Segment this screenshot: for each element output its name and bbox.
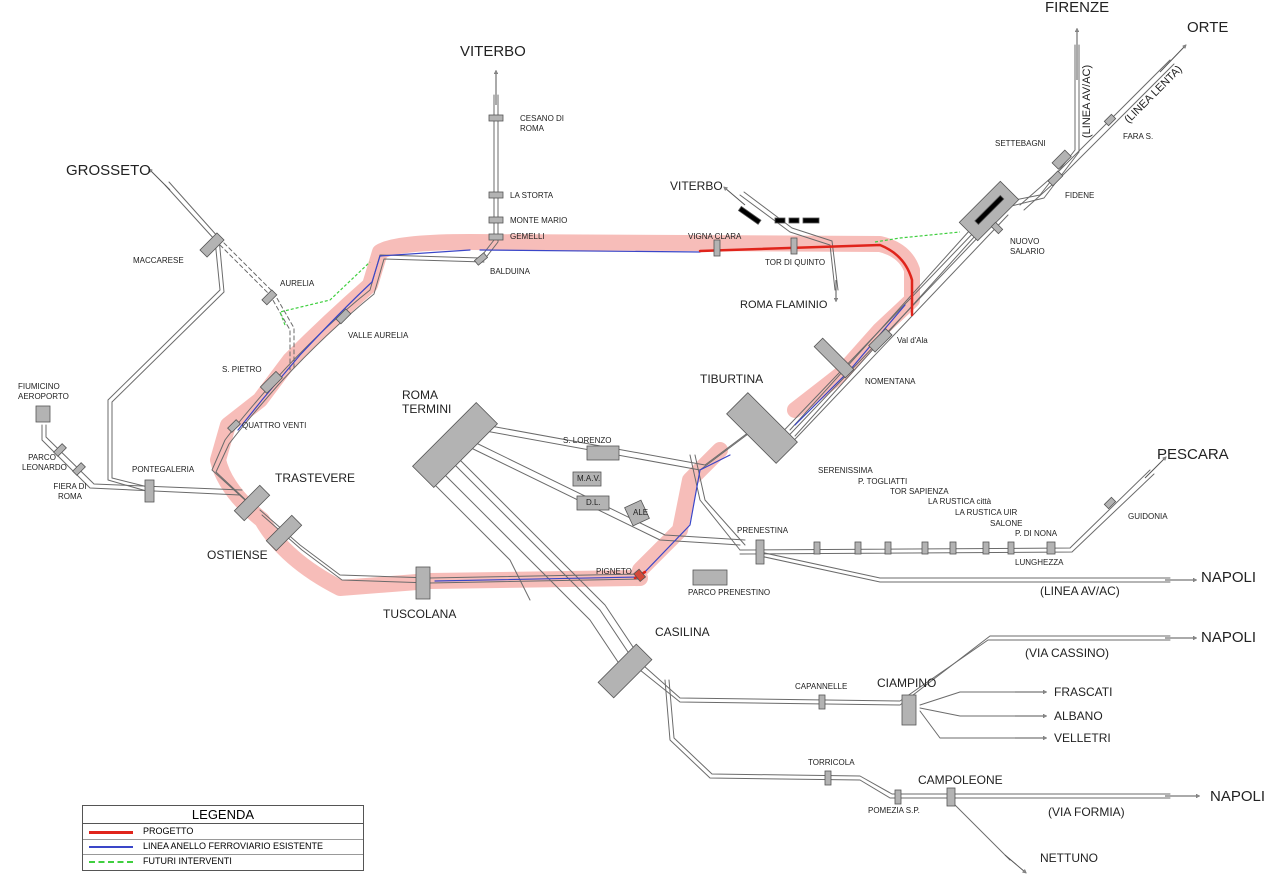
label-viterbo-mid: VITERBO — [670, 179, 723, 193]
label-fiumicino: FIUMICINO AEROPORTO — [18, 382, 69, 401]
label-pontegaleria: PONTEGALERIA — [132, 465, 195, 474]
label-napoli-1: NAPOLI — [1201, 569, 1257, 586]
label-parco-leonardo: PARCO LEONARDO — [22, 453, 67, 472]
label-la-rustica-citta: LA RUSTICA città — [928, 497, 992, 506]
label-gemelli: GEMELLI — [510, 232, 545, 241]
label-lunghezza: LUNGHEZZA — [1015, 558, 1064, 567]
label-pigneto: PIGNETO — [596, 567, 632, 576]
label-dl: D.L. — [586, 498, 601, 507]
label-parco-prenestino: PARCO PRENESTINO — [688, 588, 771, 597]
legend-label: LINEA ANELLO FERROVIARIO ESISTENTE — [143, 841, 324, 851]
label-ostiense: OSTIENSE — [207, 548, 268, 562]
label-p-togliatti: P. TOGLIATTI — [858, 477, 908, 486]
label-vigna-clara: VIGNA CLARA — [688, 232, 742, 241]
label-la-storta: LA STORTA — [510, 191, 554, 200]
label-valle-aurelia: VALLE AURELIA — [348, 331, 409, 340]
label-val-d-ala: Val d'Ala — [897, 336, 928, 345]
label-roma-flaminio: ROMA FLAMINIO — [740, 299, 828, 311]
label-fiera-di-roma: FIERA DI ROMA — [53, 482, 87, 501]
label-s-lorenzo: S. LORENZO — [563, 436, 612, 445]
direction-arrows — [150, 30, 1198, 872]
label-tor-sapienza: TOR SAPIENZA — [890, 487, 949, 496]
label-grosseto: GROSSETO — [66, 162, 151, 179]
label-monte-mario: MONTE MARIO — [510, 216, 568, 225]
label-p-di-nona: P. DI NONA — [1015, 529, 1058, 538]
label-via-cassino: (VIA CASSINO) — [1025, 646, 1110, 660]
legend-item-progetto: PROGETTO — [83, 824, 363, 840]
label-casilina: CASILINA — [655, 625, 710, 639]
label-nettuno: NETTUNO — [1040, 851, 1098, 865]
label-trastevere: TRASTEVERE — [275, 471, 356, 485]
label-linea-avac-top: (LINEA AV/AC) — [1081, 64, 1093, 138]
label-aurelia: AURELIA — [280, 279, 315, 288]
label-napoli-2: NAPOLI — [1201, 629, 1257, 646]
label-albano: ALBANO — [1054, 709, 1103, 723]
label-ciampino: CIAMPINO — [877, 676, 937, 690]
legend-title: LEGENDA — [83, 806, 363, 824]
label-serenissima: SERENISSIMA — [818, 466, 873, 475]
label-nomentana: NOMENTANA — [865, 377, 916, 386]
legend-swatch-existing — [89, 846, 133, 848]
label-orte: ORTE — [1187, 19, 1229, 36]
legend-swatch-future — [89, 861, 133, 863]
label-la-rustica-uir: LA RUSTICA UIR — [955, 508, 1018, 517]
label-tuscolana: TUSCOLANA — [383, 607, 457, 621]
legend: LEGENDA PROGETTO LINEA ANELLO FERROVIARI… — [82, 805, 364, 871]
label-napoli-3: NAPOLI — [1210, 788, 1266, 805]
legend-item-existing: LINEA ANELLO FERROVIARIO ESISTENTE — [83, 839, 363, 855]
label-salone: SALONE — [990, 519, 1023, 528]
label-settebagni: SETTEBAGNI — [995, 139, 1046, 148]
label-viterbo-top: VITERBO — [460, 43, 526, 60]
label-velletri: VELLETRI — [1054, 731, 1111, 745]
legend-swatch-progetto — [89, 831, 133, 834]
label-prenestina: PRENESTINA — [737, 526, 789, 535]
future-interventions — [279, 231, 961, 326]
label-mav: M.A.V. — [577, 474, 601, 483]
label-fidene: FIDENE — [1065, 191, 1095, 200]
label-tiburtina: TIBURTINA — [700, 372, 764, 386]
label-via-formia: (VIA FORMIA) — [1048, 805, 1125, 819]
label-guidonia: GUIDONIA — [1128, 512, 1168, 521]
label-nuovo-salario: NUOVO SALARIO — [1010, 237, 1045, 256]
label-frascati: FRASCATI — [1054, 685, 1113, 699]
existing-ring — [237, 249, 906, 582]
label-quattro-venti: QUATTRO VENTI — [242, 421, 307, 430]
label-cesano: CESANO DI ROMA — [520, 114, 565, 133]
legend-item-future: FUTURI INTERVENTI — [83, 854, 363, 869]
label-maccarese: MACCARESE — [133, 256, 184, 265]
label-roma-termini: ROMA TERMINI — [402, 388, 452, 416]
legend-label: FUTURI INTERVENTI — [143, 856, 232, 866]
label-capannelle: CAPANNELLE — [795, 682, 848, 691]
label-linea-avac-bottom: (LINEA AV/AC) — [1040, 584, 1120, 598]
label-ale: ALE — [633, 508, 649, 517]
label-torricola: TORRICOLA — [808, 758, 855, 767]
label-campoleone: CAMPOLEONE — [918, 773, 1003, 787]
label-pomezia: POMEZIA S.P. — [868, 806, 920, 815]
label-fara-s: FARA S. — [1123, 132, 1154, 141]
label-s-pietro: S. PIETRO — [222, 365, 262, 374]
label-firenze: FIRENZE — [1045, 0, 1110, 16]
label-tor-di-quinto: TOR DI QUINTO — [765, 258, 826, 267]
label-pescara: PESCARA — [1157, 446, 1229, 463]
legend-label: PROGETTO — [143, 826, 194, 836]
station-markers — [35, 113, 1117, 807]
label-balduina: BALDUINA — [490, 267, 531, 276]
